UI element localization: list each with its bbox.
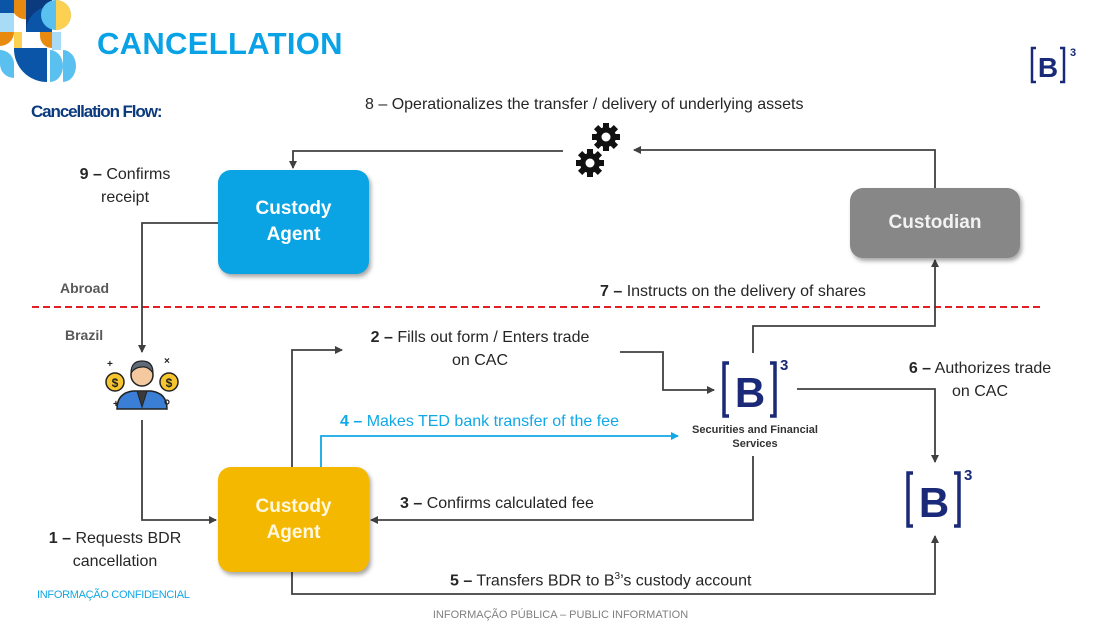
confidential-label: INFORMAÇÃO CONFIDENCIAL [37, 589, 190, 601]
arrow-gears-to-custody-agent-abroad [289, 150, 563, 169]
step-8-label: 8 – Operationalizes the transfer / deliv… [365, 96, 804, 113]
svg-text:+: + [113, 399, 119, 410]
gears-icon [576, 123, 620, 177]
arrow-requests-cancellation [141, 420, 217, 524]
svg-text:+: + [107, 359, 113, 370]
svg-text:3: 3 [1070, 47, 1076, 59]
region-label-abroad: Abroad [60, 280, 109, 296]
investor-with-coins-icon: $ $ + × + [105, 356, 179, 410]
b3-securities-logo: B 3 [722, 357, 788, 418]
b3-brand-logo: B 3 [1030, 44, 1076, 91]
section-subtitle: Cancellation Flow: [31, 102, 162, 121]
svg-text:B: B [919, 479, 949, 526]
step-4-label: 4 – Makes TED bank transfer of the fee [340, 413, 619, 430]
arrow-enters-trade-to-b3 [620, 351, 715, 394]
public-information-label: INFORMAÇÃO PÚBLICA – PUBLIC INFORMATION [432, 609, 689, 621]
arrow-ted-transfer [320, 432, 679, 467]
svg-text:$: $ [112, 376, 119, 390]
svg-text:×: × [164, 356, 170, 367]
page-title: CANCELLATION [97, 26, 343, 61]
region-label-brazil: Brazil [65, 327, 104, 343]
node-label: Agent [266, 521, 321, 543]
svg-text:3: 3 [964, 467, 972, 484]
arrow-custodian-to-gears [633, 146, 936, 188]
node-label: Agent [266, 224, 321, 245]
step-7-label: 7 – Instructs on the delivery of shares [600, 283, 866, 300]
node-label: Custodian [888, 212, 982, 233]
custodian-node: Custodian [850, 188, 1020, 258]
svg-text:B: B [735, 369, 765, 416]
decorative-corner-pattern [0, 0, 80, 85]
b3-logo-letter: B [1038, 52, 1058, 83]
b3-logo-icon: B 3 [1030, 46, 1076, 84]
step-5-label: 5 – Transfers BDR to B3’s custody accoun… [450, 571, 752, 590]
arrow-confirms-fee [370, 456, 754, 524]
b3-depository-logo: B 3 [906, 467, 972, 528]
arrow-authorizes-trade [797, 388, 939, 463]
svg-text:3: 3 [780, 357, 788, 374]
step-3-label: 3 – Confirms calculated fee [400, 495, 594, 512]
svg-text:$: $ [166, 376, 173, 390]
arrow-confirms-receipt [138, 222, 218, 353]
node-label: Custody [255, 198, 332, 219]
arrow-instructs-delivery [752, 259, 939, 353]
arrow-fills-form [291, 346, 343, 467]
arrow-transfers-bdr [291, 535, 939, 595]
node-label: Custody [255, 495, 332, 517]
